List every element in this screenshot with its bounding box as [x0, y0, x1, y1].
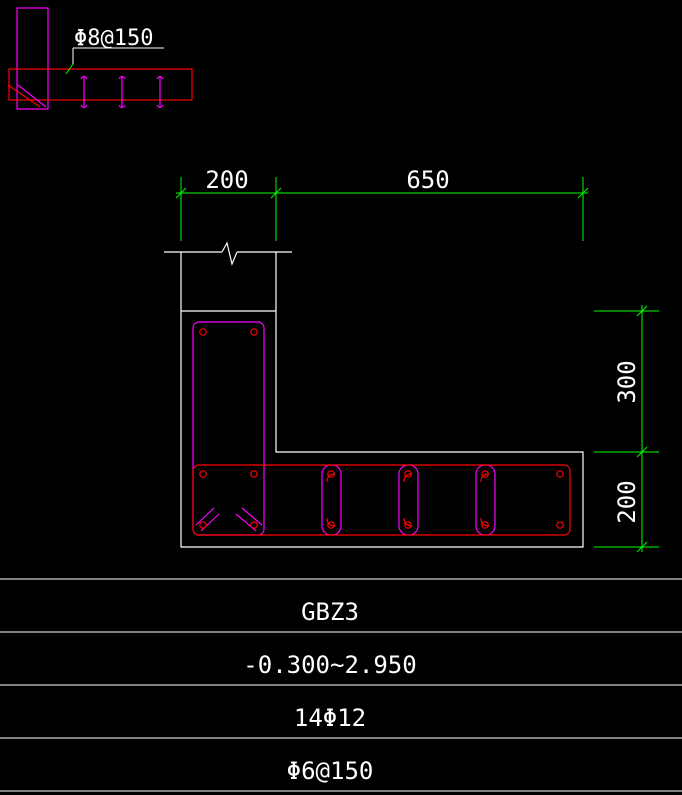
tie-hook-1	[326, 473, 336, 527]
rebar-dot	[199, 470, 207, 478]
tie-1	[321, 464, 342, 536]
column-stirrup	[192, 321, 265, 536]
detail-column-stirrup	[16, 7, 49, 110]
tie-detail: Φ8@150	[7, 7, 193, 110]
rebar-dot	[250, 470, 258, 478]
top-dimensions	[175, 177, 589, 241]
detail-tie-2	[118, 75, 126, 109]
dim-tick	[175, 187, 187, 199]
rebar-dot	[481, 521, 489, 529]
dimension-650-top: 650	[406, 166, 449, 194]
rebar-dot	[404, 470, 412, 478]
tie-3	[475, 464, 496, 536]
rebar-dot	[556, 470, 564, 478]
rebar-dot	[250, 328, 258, 336]
tie-hook-3	[480, 473, 490, 527]
longitudinal-rebar-cell: 14Φ12	[294, 704, 366, 732]
wall-rebar-loop	[192, 464, 571, 536]
detail-tie-1	[80, 75, 88, 109]
detail-rebar-label: Φ8@150	[74, 26, 153, 51]
longitudinal-bars	[199, 328, 564, 529]
stirrup-hook-left	[195, 507, 215, 526]
rebar-dot	[327, 470, 335, 478]
right-dimensions	[594, 305, 659, 553]
info-table	[0, 578, 682, 792]
dimension-200-top: 200	[205, 166, 248, 194]
dimension-200-right: 200	[613, 480, 641, 523]
elevation-cell: -0.300~2.950	[243, 651, 416, 679]
detail-wall-rebar	[8, 68, 193, 101]
dim-tick	[636, 541, 648, 553]
stirrup-hook-right-2	[241, 507, 263, 526]
rebar-dot	[250, 521, 258, 529]
rebar-dot	[327, 521, 335, 529]
detail-hook-2	[17, 84, 47, 108]
dim-tick	[636, 305, 648, 317]
dim-tick	[270, 187, 282, 199]
dim-tick	[577, 187, 589, 199]
rebar-dot	[481, 470, 489, 478]
rebar-cage	[192, 464, 571, 536]
rebar-dot	[404, 521, 412, 529]
rebar-dot	[199, 328, 207, 336]
detail-hook	[7, 84, 41, 108]
break-symbol	[221, 241, 238, 266]
detail-tie-3	[156, 75, 164, 109]
wall-section-outline	[180, 252, 584, 548]
stirrup-spec-cell: Φ6@150	[287, 757, 374, 785]
dim-tick	[636, 446, 648, 458]
dimension-300-right: 300	[613, 360, 641, 403]
rebar-dot	[199, 521, 207, 529]
rebar-dot	[556, 521, 564, 529]
stirrups	[192, 321, 496, 536]
detail-leader	[65, 63, 74, 75]
tie-2	[398, 464, 419, 536]
tie-hook-2	[403, 473, 413, 527]
wall-outline	[164, 241, 584, 548]
wall-id-cell: GBZ3	[301, 598, 359, 626]
